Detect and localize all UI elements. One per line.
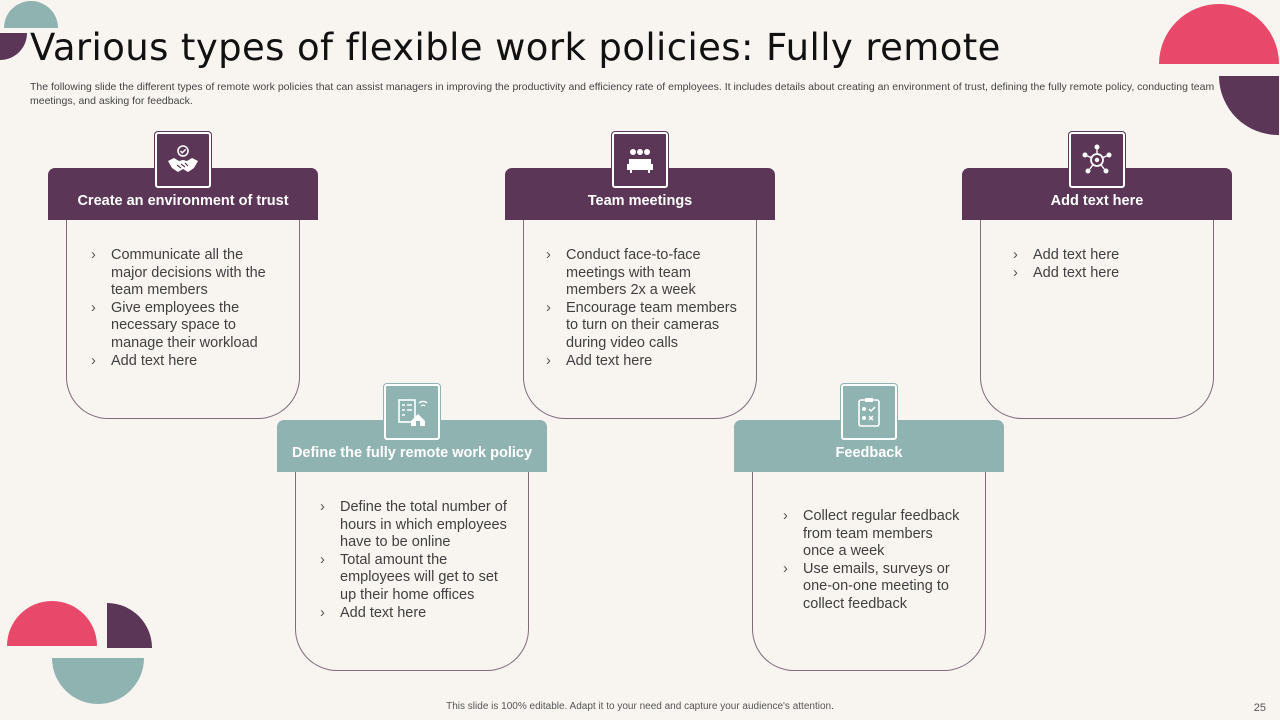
page-subtitle: The following slide the different types … <box>30 81 1215 107</box>
card-body: Add text here Add text here <box>980 220 1214 419</box>
list-item: Encourage team members to turn on their … <box>546 300 738 353</box>
list-item: Total amount the employees will get to s… <box>320 552 510 605</box>
card-body: Define the total number of hours in whic… <box>295 472 529 671</box>
card-heading: Team meetings <box>587 193 693 209</box>
decorative-shapes-bottom-left <box>7 601 152 704</box>
remote-office-icon <box>384 384 440 440</box>
bullet-list: Add text here Add text here <box>1013 247 1193 282</box>
list-item: Add text here <box>320 605 510 623</box>
card-heading: Add text here <box>1050 193 1144 209</box>
list-item: Communicate all the major decisions with… <box>91 247 281 300</box>
page-title: Various types of flexible work policies:… <box>30 26 1001 69</box>
page-number: 25 <box>1253 702 1266 714</box>
list-item: Add text here <box>91 353 281 371</box>
card-body: Conduct face-to-face meetings with team … <box>523 220 757 419</box>
card-heading: Feedback <box>835 445 903 461</box>
bullet-list: Conduct face-to-face meetings with team … <box>546 247 738 370</box>
card-body: Communicate all the major decisions with… <box>66 220 300 419</box>
meeting-icon <box>612 132 668 188</box>
bullet-list: Define the total number of hours in whic… <box>320 499 510 622</box>
list-item: Give employees the necessary space to ma… <box>91 300 281 353</box>
card-heading: Define the fully remote work policy <box>291 445 533 461</box>
decorative-shapes-top-right <box>1159 4 1279 136</box>
card-header: Create an environment of trust <box>48 168 318 220</box>
card-heading: Create an environment of trust <box>77 193 289 209</box>
list-item: Collect regular feedback from team membe… <box>783 508 963 561</box>
bullet-list: Communicate all the major decisions with… <box>91 247 281 370</box>
network-icon <box>1069 132 1125 188</box>
list-item: Conduct face-to-face meetings with team … <box>546 247 738 300</box>
checklist-icon <box>841 384 897 440</box>
list-item: Add text here <box>546 353 738 371</box>
list-item: Define the total number of hours in whic… <box>320 499 510 552</box>
list-item: Add text here <box>1013 247 1193 265</box>
handshake-icon <box>155 132 211 188</box>
footer-note: This slide is 100% editable. Adapt it to… <box>446 701 834 712</box>
decorative-shapes-top-left <box>0 1 58 60</box>
list-item: Add text here <box>1013 265 1193 283</box>
list-item: Use emails, surveys or one-on-one meetin… <box>783 561 963 614</box>
card-body: Collect regular feedback from team membe… <box>752 472 986 671</box>
bullet-list: Collect regular feedback from team membe… <box>783 508 963 614</box>
